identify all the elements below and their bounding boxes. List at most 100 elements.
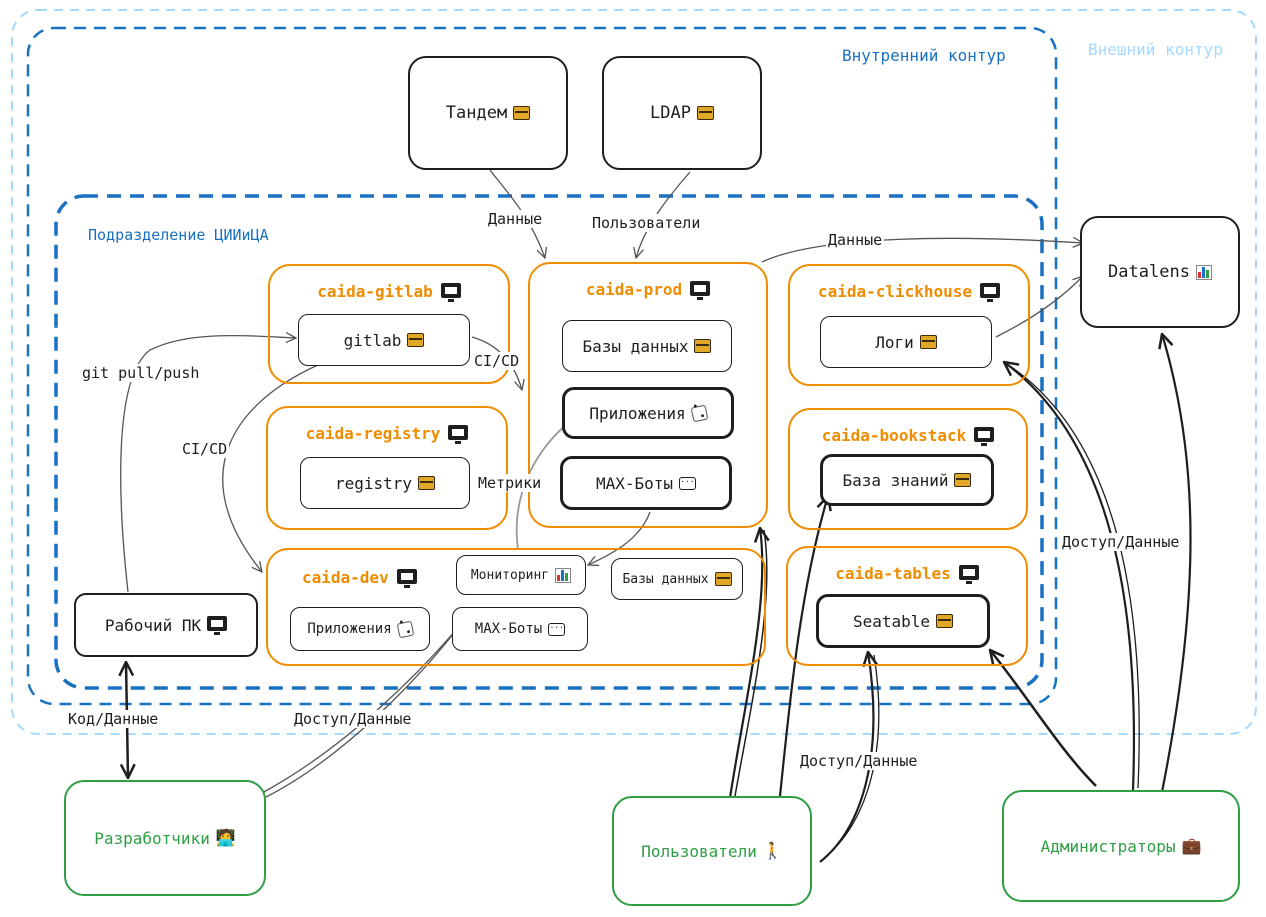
- admins-actor[interactable]: Администраторы 💼: [1002, 790, 1240, 902]
- workstation-label: Рабочий ПК: [104, 615, 202, 635]
- workstation-node[interactable]: Рабочий ПК: [74, 593, 258, 657]
- edge-admins-seatable: [990, 650, 1097, 787]
- group-title: caida-bookstack: [790, 426, 1026, 446]
- dev-monitoring-node[interactable]: Мониторинг: [456, 555, 586, 595]
- dev-databases-node[interactable]: Базы данных: [611, 558, 743, 600]
- prod-bots-label: MAX-Боты: [595, 473, 674, 493]
- monitor-icon: [974, 426, 995, 446]
- edge-pc-gitlab: [120, 336, 296, 593]
- prod-databases-node[interactable]: Базы данных: [562, 320, 732, 372]
- users-actor[interactable]: Пользователи 🚶: [612, 796, 812, 906]
- group-title: caida-dev: [302, 568, 417, 588]
- seatable-node[interactable]: Seatable: [816, 594, 990, 648]
- edge-ldap-prod: [636, 171, 691, 258]
- monitor-icon: [448, 424, 469, 444]
- tandem-label: Тандем: [445, 103, 508, 123]
- knowledge-base-node[interactable]: База знаний: [820, 454, 994, 506]
- edge-admins-logs-2: [1009, 365, 1140, 789]
- edge-label-metrics: Метрики: [476, 474, 544, 492]
- registry-node[interactable]: registry: [300, 457, 470, 509]
- edge-label-tandem-prod: Данные: [486, 210, 545, 228]
- group-caida-registry[interactable]: caida-registry: [266, 406, 508, 530]
- prod-apps-label: Приложения: [589, 403, 686, 423]
- ldap-label: LDAP: [650, 103, 691, 123]
- group-caida-clickhouse[interactable]: caida-clickhouse: [788, 264, 1030, 386]
- package-icon: [954, 473, 972, 487]
- datalens-label: Datalens: [1108, 262, 1190, 282]
- edge-apps-metrics: [515, 419, 573, 551]
- bar-chart-icon: [1195, 264, 1212, 280]
- edge-admins-datalens: [1162, 334, 1192, 793]
- dev-monitoring-label: Мониторинг: [470, 567, 550, 583]
- speech-bubble-icon: ···: [548, 622, 566, 636]
- prod-apps-node[interactable]: Приложения: [562, 387, 734, 439]
- package-icon: [418, 476, 436, 490]
- edge-label-gitlab-prod: CI/CD: [472, 352, 522, 370]
- outer-zone-label: Внешний контур: [1088, 40, 1223, 59]
- dev-bots-label: MAX-Боты: [474, 621, 543, 637]
- group-title: caida-gitlab: [270, 282, 508, 302]
- group-caida-gitlab[interactable]: caida-gitlab: [268, 264, 510, 384]
- group-title: caida-tables: [788, 564, 1026, 584]
- inner-zone-label: Внутренний контур: [842, 46, 1006, 65]
- edge-tandem-prod: [489, 169, 545, 258]
- developers-actor[interactable]: Разработчики 🧑‍💻: [64, 780, 266, 896]
- gitlab-node[interactable]: gitlab: [298, 314, 470, 366]
- gitlab-label: gitlab: [343, 330, 402, 350]
- edge-users-seatable-2: [823, 654, 880, 859]
- division-zone-border: [54, 194, 1044, 690]
- briefcase-icon: 💼: [1181, 836, 1202, 855]
- edge-label-ldap-prod: Пользователи: [590, 214, 703, 232]
- monitor-icon: [396, 568, 417, 588]
- edge-label-pc-developers: Код/Данные: [66, 710, 161, 728]
- developers-label: Разработчики: [94, 828, 210, 848]
- speech-bubble-icon: ···: [679, 476, 697, 490]
- dice-icon: [396, 620, 415, 638]
- logs-label: Логи: [875, 332, 914, 352]
- dev-bots-node[interactable]: MAX-Боты ···: [452, 607, 588, 651]
- technologist-icon: 🧑‍💻: [215, 828, 236, 847]
- knowledge-base-label: База знаний: [842, 470, 949, 490]
- package-icon: [919, 335, 937, 349]
- dev-databases-label: Базы данных: [622, 571, 709, 587]
- edge-label-devs-dev: Доступ/Данные: [292, 710, 414, 728]
- edge-bots-monitoring: [588, 511, 651, 565]
- seatable-label: Seatable: [852, 611, 931, 631]
- group-title: caida-prod: [530, 280, 766, 300]
- tandem-node[interactable]: Тандем: [408, 56, 568, 170]
- prod-databases-label: Базы данных: [582, 336, 689, 356]
- monitor-icon: [207, 616, 228, 635]
- dev-apps-label: Приложения: [307, 621, 392, 637]
- group-caida-dev[interactable]: caida-dev: [266, 548, 766, 666]
- dev-apps-node[interactable]: Приложения: [290, 607, 430, 651]
- registry-label: registry: [334, 473, 413, 493]
- group-title: caida-registry: [268, 424, 506, 444]
- monitor-icon: [690, 280, 711, 300]
- package-icon: [694, 339, 712, 353]
- logs-node[interactable]: Логи: [820, 316, 992, 368]
- dice-icon: [690, 404, 709, 422]
- edge-label-gitlab-dev: CI/CD: [180, 440, 230, 458]
- package-icon: [936, 614, 954, 628]
- monitor-icon: [958, 564, 979, 584]
- package-icon: [714, 572, 732, 586]
- group-title: caida-clickhouse: [790, 282, 1028, 302]
- group-caida-prod[interactable]: caida-prod: [528, 262, 768, 528]
- admins-label: Администраторы: [1040, 836, 1176, 856]
- users-label: Пользователи: [641, 841, 757, 861]
- group-caida-tables[interactable]: caida-tables: [786, 546, 1028, 666]
- datalens-node[interactable]: Datalens: [1080, 216, 1240, 328]
- outer-zone-border: [11, 9, 1257, 735]
- ldap-node[interactable]: LDAP: [602, 56, 762, 170]
- package-icon: [696, 106, 714, 120]
- edge-label-prod-datalens: Данные: [826, 231, 885, 249]
- monitor-icon: [440, 282, 461, 302]
- division-zone-label: Подразделение ЦИИиЦА: [88, 226, 269, 244]
- edge-label-users-access: Доступ/Данные: [798, 752, 920, 770]
- package-icon: [407, 333, 425, 347]
- person-walking-icon: 🚶: [762, 841, 783, 860]
- group-caida-bookstack[interactable]: caida-bookstack: [788, 408, 1028, 530]
- monitor-icon: [980, 282, 1001, 302]
- prod-bots-node[interactable]: MAX-Боты ···: [560, 456, 732, 510]
